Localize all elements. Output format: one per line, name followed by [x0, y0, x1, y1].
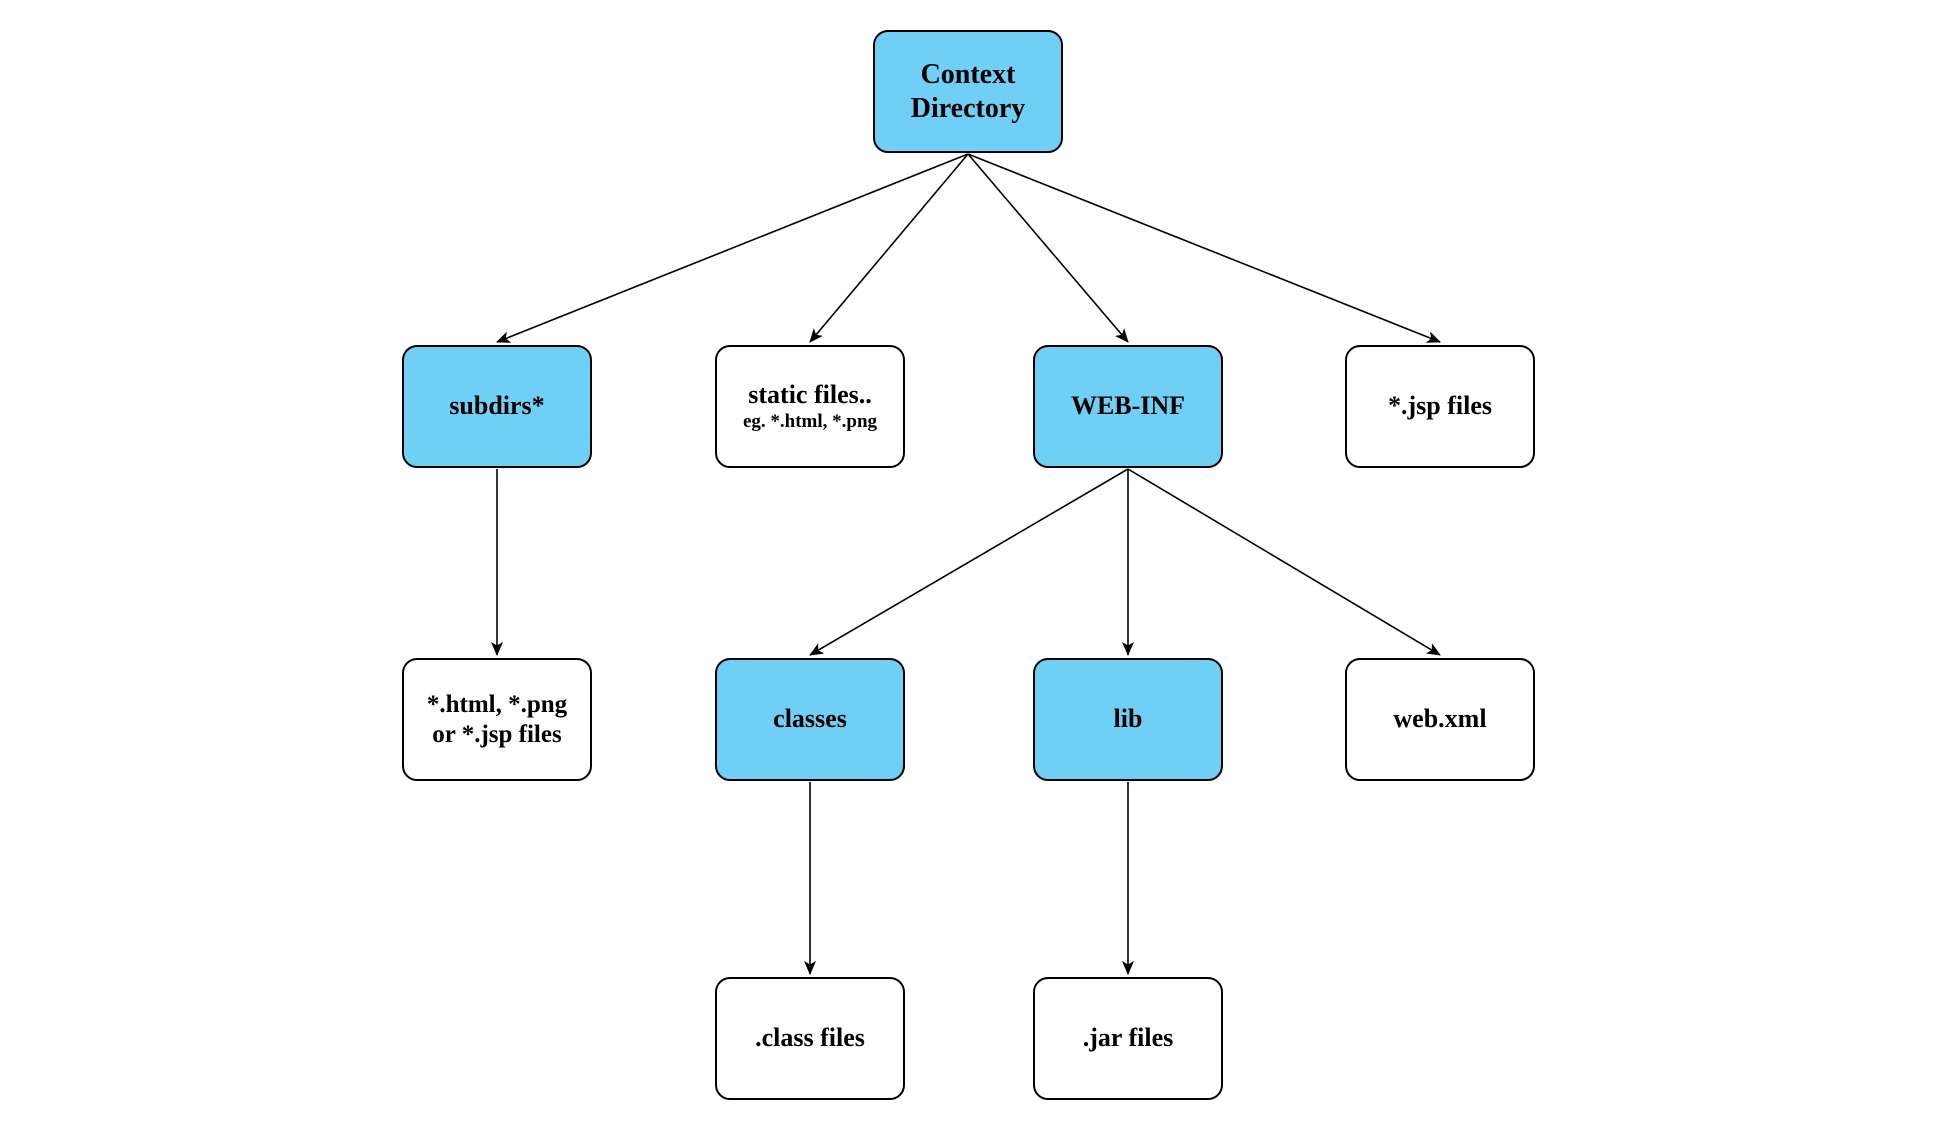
node-static-files: static files.. eg. *.html, *.png	[715, 345, 905, 468]
node-label: .jar files	[1082, 1023, 1174, 1053]
node-label: classes	[773, 704, 847, 734]
node-label: or *.jsp files	[432, 720, 562, 748]
edge-context-directory-to-subdirs	[496, 153, 969, 343]
node-label: *.jsp files	[1388, 391, 1492, 421]
node-label: lib	[1113, 704, 1143, 734]
edge-context-directory-to-web-inf	[967, 153, 1129, 343]
node-jar-files: .jar files	[1033, 977, 1223, 1100]
node-label: static files..	[748, 379, 872, 409]
node-sublabel: eg. *.html, *.png	[742, 410, 878, 432]
node-web-xml: web.xml	[1345, 658, 1535, 781]
node-jsp-files: *.jsp files	[1345, 345, 1535, 468]
edge-context-directory-to-jsp-files	[967, 153, 1441, 343]
node-html-png-jsp-files: *.html, *.png or *.jsp files	[402, 658, 592, 781]
node-classes: classes	[715, 658, 905, 781]
node-label: Directory	[910, 92, 1026, 124]
node-lib: lib	[1033, 658, 1223, 781]
node-label: Context	[920, 59, 1016, 91]
node-label: web.xml	[1393, 704, 1487, 734]
edge-web-inf-to-web-xml	[1127, 468, 1441, 656]
node-label: *.html, *.png	[426, 691, 568, 718]
node-label: subdirs*	[449, 391, 545, 421]
node-class-files: .class files	[715, 977, 905, 1100]
node-context-directory: Context Directory	[873, 30, 1063, 153]
edge-web-inf-to-classes	[809, 468, 1129, 656]
node-label: .class files	[755, 1023, 865, 1053]
edge-context-directory-to-static-files	[809, 153, 969, 343]
node-subdirs: subdirs*	[402, 345, 592, 468]
node-web-inf: WEB-INF	[1033, 345, 1223, 468]
node-label: WEB-INF	[1070, 391, 1186, 421]
